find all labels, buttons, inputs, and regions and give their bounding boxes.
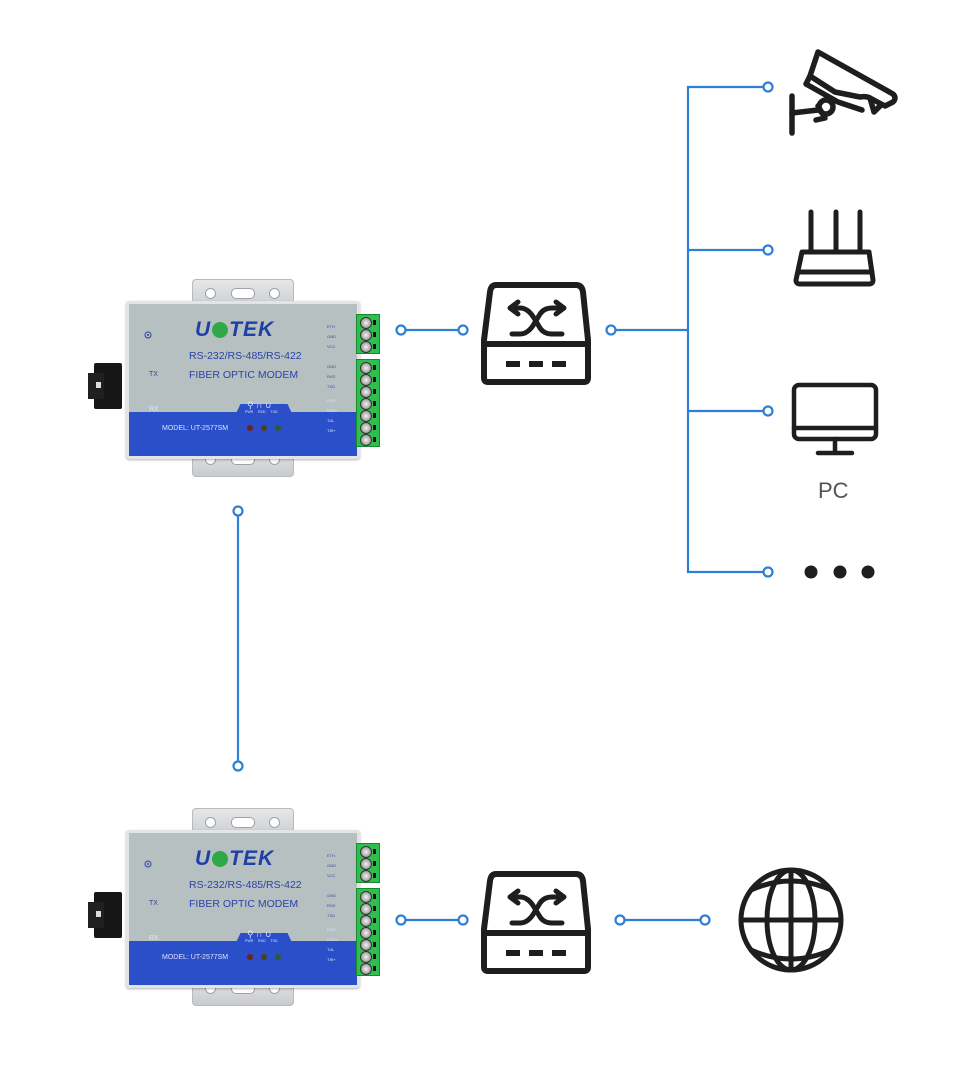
- terminal-block-serial: [356, 359, 380, 447]
- fiber-port: [88, 892, 122, 938]
- connector-dot: [395, 914, 407, 926]
- terminal-labels: RXD-RXD+T/A-T/B+: [327, 927, 338, 962]
- ellipsis-icon: [804, 565, 875, 579]
- connector-dot: [699, 914, 711, 926]
- connector-dot: [762, 405, 774, 417]
- connector-dot: [457, 324, 469, 336]
- model-label: MODEL: UT-2577SM: [162, 954, 229, 961]
- product-label: FIBER OPTIC MODEM: [189, 369, 299, 381]
- network-switch-icon: [481, 871, 591, 974]
- connector-dot: [605, 324, 617, 336]
- security-camera-icon: [789, 49, 898, 136]
- router-icon: [793, 209, 876, 287]
- connector-dot: [232, 505, 244, 517]
- fiber-port: [88, 363, 122, 409]
- rx-label: RX: [149, 406, 159, 413]
- network-switch-icon: [481, 282, 591, 385]
- connector-dot: [614, 914, 626, 926]
- connector-dot: [457, 914, 469, 926]
- branch-trunk: [686, 85, 768, 574]
- led-pwr: [247, 425, 253, 431]
- monitor-icon: [791, 382, 879, 456]
- terminal-block-serial: [356, 888, 380, 976]
- dc-power-icon: [144, 331, 152, 339]
- terminal-block-power: [356, 843, 380, 883]
- led-txd: [275, 954, 281, 960]
- dc-power-icon: [144, 860, 152, 868]
- interface-label: RS-232/RS-485/RS-422: [189, 350, 302, 362]
- status-leds: [247, 418, 289, 436]
- led-labels: PWR RXD TXD: [245, 410, 278, 414]
- status-leds: [247, 947, 289, 965]
- connector-dot: [762, 566, 774, 578]
- led-txd: [275, 425, 281, 431]
- interface-label: RS-232/RS-485/RS-422: [189, 879, 302, 891]
- connector-dot: [232, 760, 244, 772]
- tx-label: TX: [149, 371, 158, 378]
- rx-label: RX: [149, 935, 159, 942]
- status-symbols: ⚲ ∩ ∪: [247, 929, 272, 939]
- tx-label: TX: [149, 900, 158, 907]
- globe-icon: [738, 867, 844, 973]
- status-symbols: ⚲ ∩ ∪: [247, 400, 272, 410]
- led-pwr: [247, 954, 253, 960]
- led-rxd: [261, 425, 267, 431]
- terminal-block-power: [356, 314, 380, 354]
- led-rxd: [261, 954, 267, 960]
- led-labels: PWR RXD TXD: [245, 939, 278, 943]
- product-label: FIBER OPTIC MODEM: [189, 898, 299, 910]
- terminal-labels: RXD-RXD+T/A-T/B+: [327, 398, 338, 433]
- model-label: MODEL: UT-2577SM: [162, 425, 229, 432]
- connector-dot: [395, 324, 407, 336]
- connector-dot: [762, 244, 774, 256]
- connector-dot: [762, 81, 774, 93]
- pc-label: PC: [818, 478, 849, 503]
